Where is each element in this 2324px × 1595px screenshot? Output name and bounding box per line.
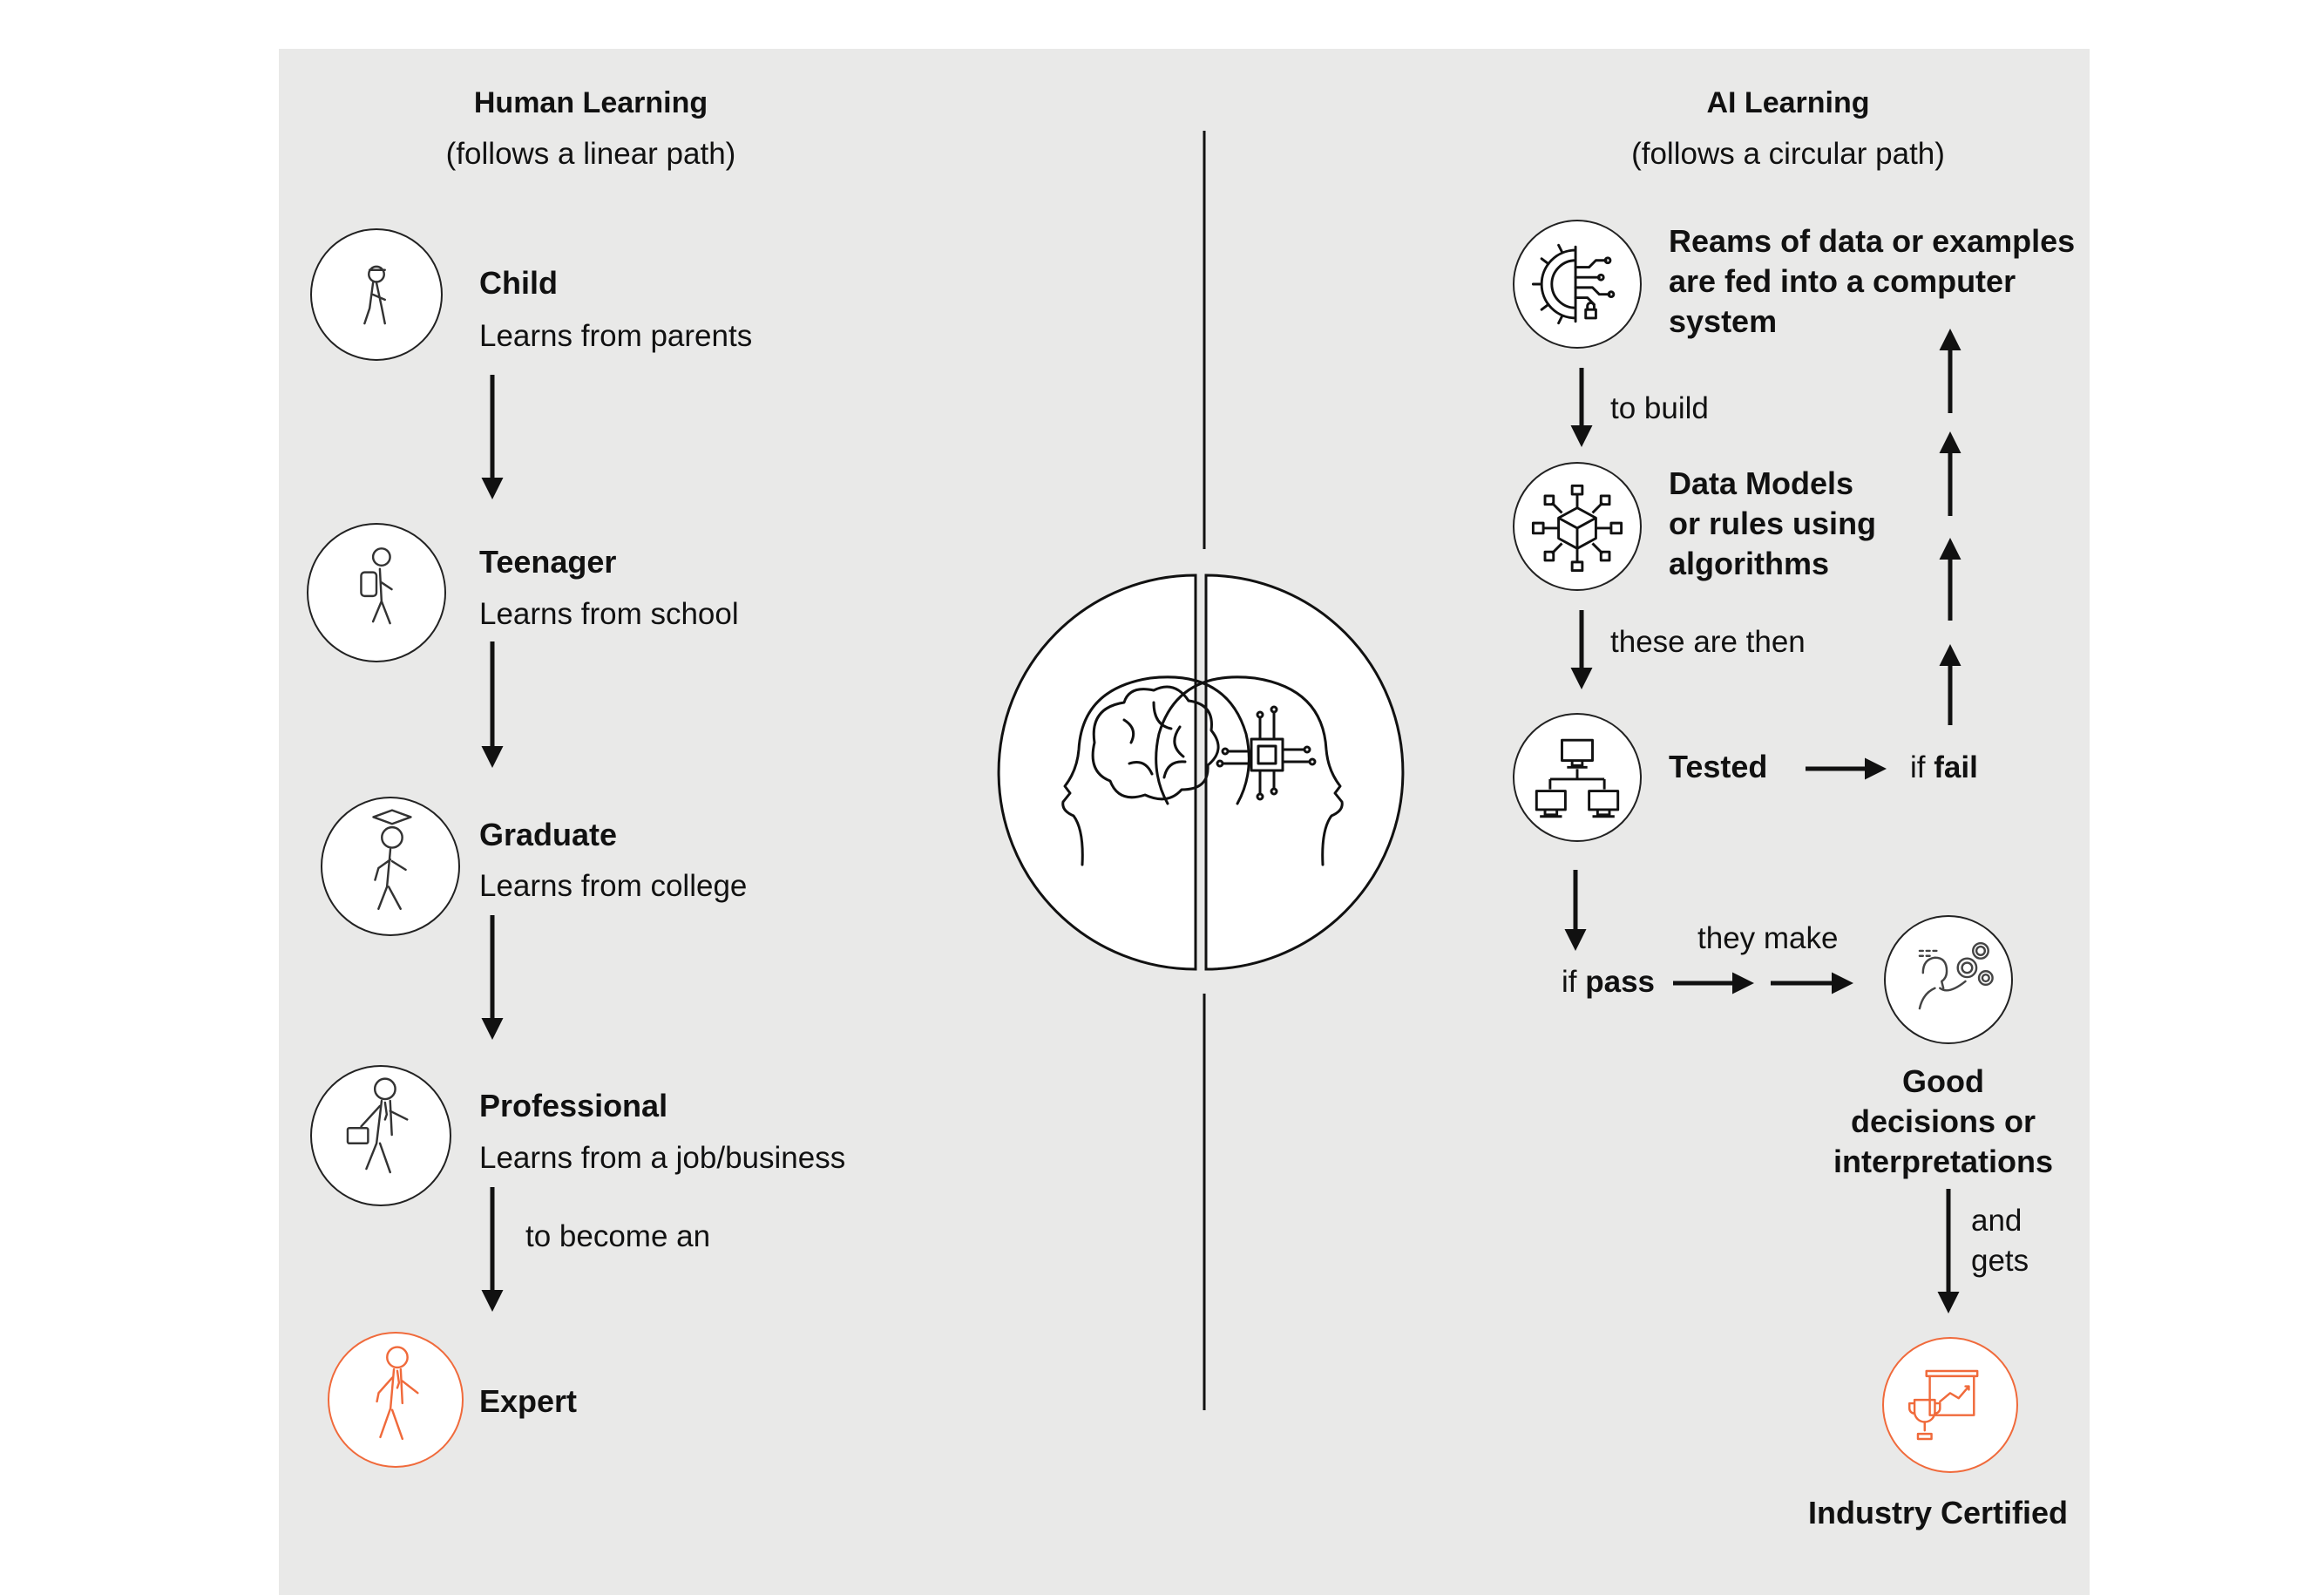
these-are-then-text: these are then [1610, 625, 1806, 659]
model-step-text: Data Models or rules using algorithms [1669, 464, 1876, 584]
model-step-line-3: algorithms [1669, 546, 1830, 581]
decisions-line-3: interpretations [1833, 1144, 2054, 1179]
computer-network-icon [1535, 738, 1620, 818]
and-gets-text: and gets [1971, 1201, 2029, 1281]
stage-desc-professional: Learns from a job/business [479, 1141, 846, 1175]
network-cube-icon [1531, 484, 1623, 573]
data-step-line-1: Reams of data or examples [1669, 223, 2076, 259]
if-pass-text: if pass [1562, 965, 1656, 1000]
if-fail-text: if fail [1910, 750, 1978, 785]
professional-briefcase-icon [346, 1077, 409, 1174]
teenager-backpack-icon [360, 547, 393, 625]
decisions-circle [1884, 915, 2013, 1044]
if-pass-prefix: if [1562, 965, 1586, 999]
they-make-text: they make [1697, 921, 1839, 955]
data-step-line-3: system [1669, 303, 1778, 339]
expert-circle [328, 1332, 464, 1468]
professional-circle [310, 1065, 451, 1206]
and-gets-line-1: and [1971, 1204, 2022, 1238]
decisions-line-1: Good [1902, 1063, 1984, 1099]
data-step-circle [1513, 220, 1642, 349]
certified-label: Industry Certified [1807, 1495, 2069, 1531]
stage-desc-graduate: Learns from college [479, 869, 748, 903]
ai-gear-circuit-icon [1531, 243, 1616, 325]
data-step-text: Reams of data or examples are fed into a… [1669, 221, 2075, 342]
to-build-text: to build [1610, 391, 1709, 425]
model-step-circle [1513, 462, 1642, 591]
human-title: Human Learning [473, 86, 708, 119]
ai-subtitle: (follows a circular path) [1631, 137, 1945, 171]
certified-circle [1882, 1337, 2018, 1473]
trophy-presentation-icon [1908, 1369, 1979, 1441]
stage-label-teenager: Teenager [479, 544, 617, 580]
decisions-line-2: decisions or [1850, 1103, 2036, 1139]
decisions-text: Good decisions or interpretations [1833, 1062, 2053, 1182]
if-fail-prefix: if [1910, 750, 1934, 784]
stage-label-graduate: Graduate [479, 817, 618, 852]
model-step-line-2: or rules using [1669, 506, 1877, 541]
human-subtitle: (follows a linear path) [445, 137, 736, 171]
graduate-circle [321, 797, 460, 936]
graduate-cap-icon [372, 809, 412, 910]
connector-to-become: to become an [525, 1219, 711, 1253]
model-step-line-1: Data Models [1669, 465, 1854, 501]
child-walking-icon [363, 265, 386, 325]
stage-desc-child: Learns from parents [479, 319, 753, 353]
brain-vs-chip-heads-icon [997, 574, 1405, 971]
teenager-circle [307, 523, 446, 662]
human-head-brain-icon [1061, 675, 1250, 866]
thinking-gears-icon [1918, 941, 1994, 1010]
data-step-line-2: are fed into a computer [1669, 263, 2016, 299]
tested-label: Tested [1669, 749, 1768, 784]
tested-circle [1513, 713, 1642, 842]
child-circle [310, 228, 443, 361]
ai-title: AI Learning [1706, 86, 1870, 119]
and-gets-line-2: gets [1971, 1244, 2029, 1278]
expert-person-icon [376, 1346, 419, 1441]
if-pass-bold: pass [1585, 965, 1656, 999]
stage-label-child: Child [479, 265, 558, 301]
stage-label-professional: Professional [479, 1088, 668, 1123]
ai-head-chip-icon [1155, 675, 1344, 866]
if-fail-bold: fail [1934, 750, 1978, 784]
stage-desc-teenager: Learns from school [479, 597, 739, 631]
stage-label-expert: Expert [479, 1383, 578, 1419]
